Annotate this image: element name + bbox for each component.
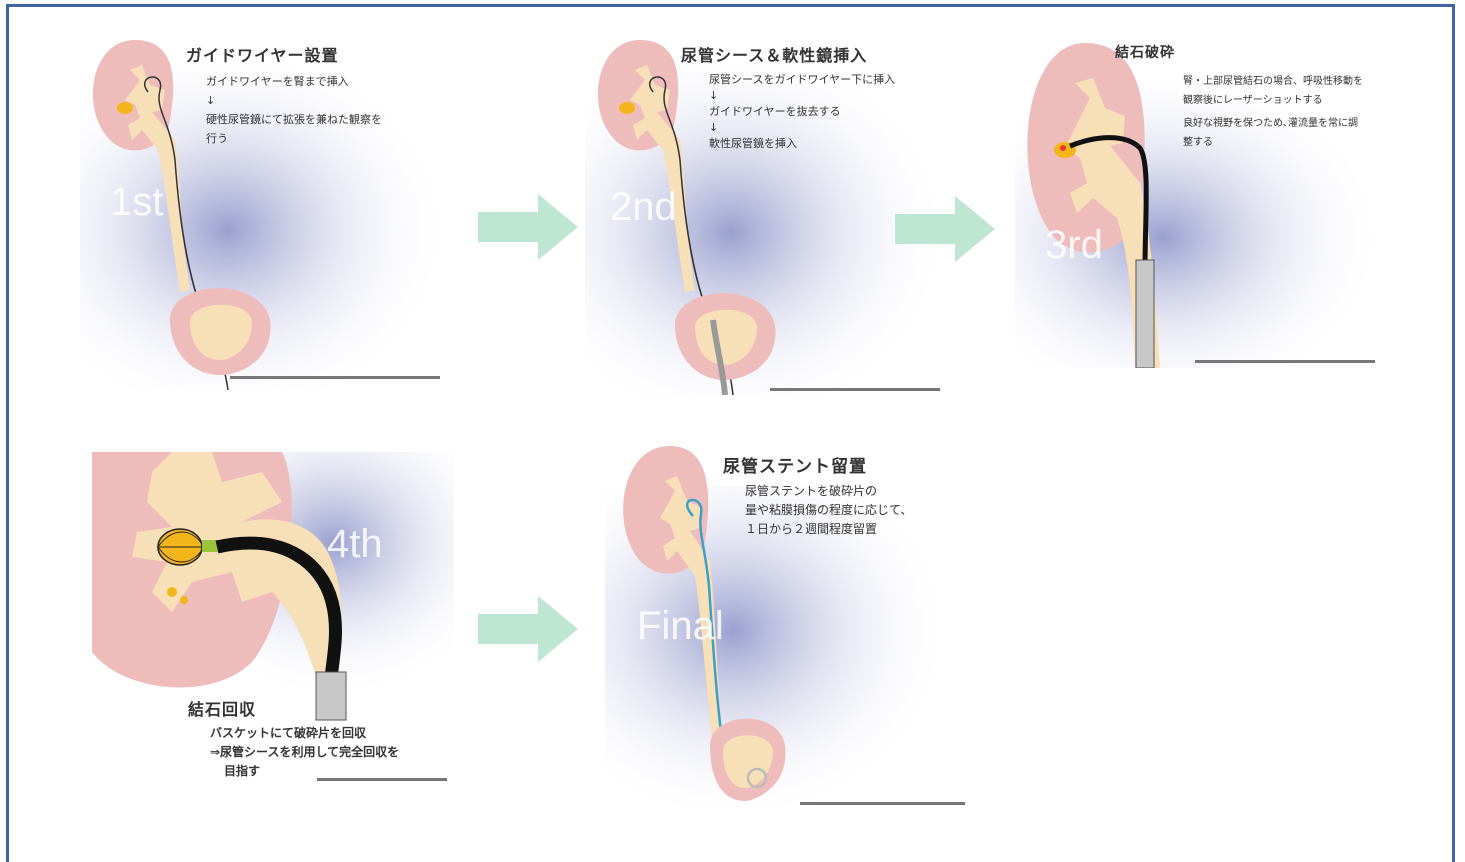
copyright-line: [317, 778, 447, 781]
step-2-label: 2nd: [610, 185, 677, 230]
arrow-icon: [478, 596, 583, 662]
step-3-title: 結石破砕: [1115, 42, 1175, 62]
step-final-panel: Final 尿管ステント留置 尿管ステントを破砕片の量や粘膜損傷の程度に応じて、…: [605, 446, 970, 808]
step-3-label: 3rd: [1045, 223, 1103, 268]
copyright-line: [1195, 360, 1375, 363]
step-4-panel: 4th 結石回収 バスケットにて破砕片を回収⇒尿管シースを利用して完全回収を 目…: [92, 452, 454, 784]
step-1-panel: 1st ガイドワイヤー設置 ガイドワイヤーを腎まで挿入↓ 硬性尿管鏡にて拡張を兼…: [80, 30, 450, 390]
ureteral-sheath: [1136, 260, 1154, 368]
step-3-panel: 3rd 結石破砕 腎・上部尿管結石の場合、呼吸性移動を観察後にレーザーショットす…: [1015, 38, 1385, 368]
step-final-title: 尿管ステント留置: [723, 452, 867, 477]
step-4-label: 4th: [327, 522, 383, 567]
step-1-desc: ガイドワイヤーを腎まで挿入↓ 硬性尿管鏡にて拡張を兼ねた観察を行う: [206, 72, 382, 148]
arrow-icon: [895, 196, 1000, 262]
copyright-line: [770, 388, 940, 391]
ureteral-sheath: [316, 672, 346, 720]
step-2-desc: 尿管シースをガイドワイヤー下に挿入↓ ガイドワイヤーを抜去する↓ 軟性尿管鏡を挿…: [709, 72, 895, 152]
step-3-desc: 腎・上部尿管結石の場合、呼吸性移動を観察後にレーザーショットする 良好な視野を保…: [1183, 72, 1363, 152]
copyright-line: [230, 376, 440, 379]
step-1-title: ガイドワイヤー設置: [186, 42, 339, 66]
step-4-title: 結石回収: [188, 696, 256, 720]
step-final-label: Final: [637, 604, 724, 649]
arrow-icon: [478, 194, 583, 260]
stone: [117, 102, 133, 114]
copyright-line: [800, 802, 965, 805]
step-2-title: 尿管シース＆軟性鏡挿入: [681, 42, 867, 66]
step-1-label: 1st: [110, 180, 163, 225]
step-4-desc: バスケットにて破砕片を回収⇒尿管シースを利用して完全回収を 目指す: [210, 724, 399, 781]
step-final-desc: 尿管ステントを破砕片の量や粘膜損傷の程度に応じて、 １日から２週間程度留置: [745, 482, 912, 539]
